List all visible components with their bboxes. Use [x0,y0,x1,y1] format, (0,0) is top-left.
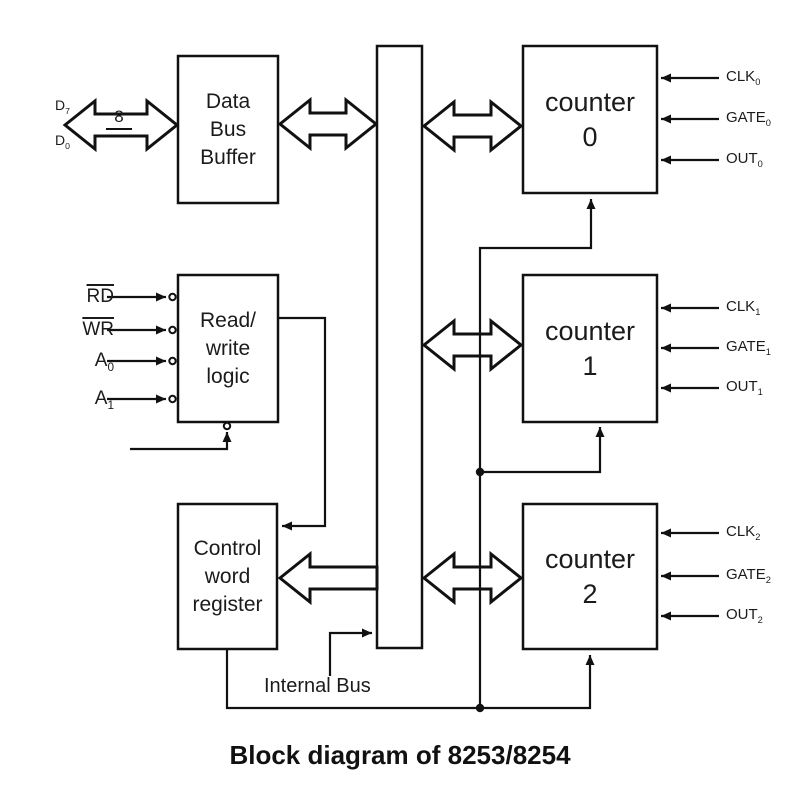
bus-width-label: 8 [106,106,132,130]
a1-label: A1 [94,388,114,412]
clk2-label: CLK2 [726,523,761,542]
buffer-to-bus-bidirectional-arrow-icon [277,96,379,152]
wr-label: WR [82,319,114,340]
chip-select-line [130,432,232,451]
external-data-bus-bidirectional-arrow-icon [62,97,180,153]
wr-bubble-icon [168,325,177,335]
junction-dot [475,467,485,477]
out0-label: OUT0 [726,150,763,169]
clk1-label: CLK1 [726,298,761,317]
clk0-label: CLK0 [726,68,761,87]
rw-logic-to-control-register-line [278,316,327,531]
bus-to-counter2-bidirectional-arrow-icon [421,550,524,606]
out2-label: OUT2 [726,606,763,625]
chip-select-bubble-icon [222,421,232,431]
rd-bubble-icon [168,292,177,302]
out1-label: OUT1 [726,378,763,397]
counter-2-block [521,502,659,651]
control-word-register-block [176,502,279,651]
diagram-title: Block diagram of 8253/8254 [229,740,571,770]
read-write-logic-label: Read/ write logic [199,308,257,388]
a1-bubble-icon [168,394,177,404]
data-bus-buffer-block [176,54,280,205]
data-bus-buffer-label: Data Bus Buffer [200,89,256,169]
control-line-to-counter0 [478,199,596,708]
d7-label: D7 [55,97,70,116]
a0-bubble-icon [168,356,177,366]
internal-bus-pointer-line [328,628,372,676]
control-word-register-label: Control word register [192,536,263,616]
internal-bus-label: Internal Bus [264,675,371,697]
internal-bus-block [375,44,424,650]
gate1-label: GATE1 [726,338,771,357]
control-line-to-counter1 [480,427,605,474]
bus-to-counter0-bidirectional-arrow-icon [421,98,524,154]
bus-to-counter1-bidirectional-arrow-icon [421,317,524,373]
gate0-label: GATE0 [726,109,771,128]
junction-dot [475,703,485,713]
rd-label: RD [86,286,114,307]
d0-label: D0 [55,132,70,151]
counter-1-block [521,273,659,424]
bus-to-control-word-register-arrow-icon [277,550,379,606]
a0-label: A0 [94,350,114,374]
counter-0-block [521,44,659,195]
control-register-to-counter2-line [225,649,595,710]
read-write-logic-block [176,273,280,424]
gate2-label: GATE2 [726,566,771,585]
